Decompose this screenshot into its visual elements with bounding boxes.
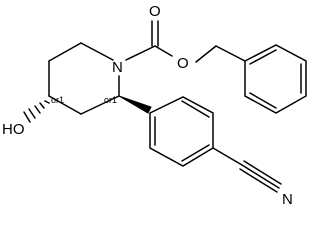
cyanophenyl-double-2 (181, 144, 210, 162)
cyanophenyl-double-1 (181, 100, 210, 118)
molecule-structure: O O N HO N or1 or1 (2, 3, 307, 208)
bond-ester-o-ch2 (195, 45, 217, 63)
carbamate-group (125, 20, 246, 63)
hydroxyl-label: HO (2, 121, 25, 138)
solid-wedge-c2-aryl (118, 95, 152, 114)
ester-oxygen-label: O (177, 55, 189, 72)
triple-bond-c (239, 168, 278, 193)
phenyl-double-1 (249, 49, 277, 65)
nitrile-group (212, 147, 282, 193)
hashed-wedge-c4-oh (23, 100, 50, 123)
bond-n-carbonyl (125, 45, 156, 61)
hash-1 (44, 100, 50, 104)
bond-ring-cn (212, 147, 243, 166)
bond-c6-c5 (48, 42, 82, 62)
hash-5 (23, 111, 31, 123)
cyanophenyl-ring (149, 96, 214, 167)
bond-n-c6 (80, 42, 114, 61)
bond-carbonyl-ester-o (154, 45, 173, 57)
cyanophenyl-ring-outline (149, 96, 214, 167)
bond-c4-c3 (48, 95, 82, 115)
benzyl-phenyl-ring (244, 44, 307, 114)
stereo-label-c2: or1 (104, 95, 117, 105)
triple-bond-b (243, 160, 282, 185)
nitrile-nitrogen-label: N (282, 191, 293, 208)
hash-2 (39, 102, 45, 109)
hash-4 (28, 108, 36, 119)
carbonyl-oxygen-label: O (149, 3, 161, 20)
ring-nitrogen-label: N (112, 59, 123, 76)
hash-3 (34, 105, 41, 114)
bond-c3-c2 (80, 95, 120, 115)
triple-bond-a (241, 164, 280, 189)
phenyl-ring-outline (244, 44, 307, 114)
phenyl-double-3 (249, 92, 277, 109)
stereo-label-c4: or1 (51, 95, 64, 105)
piperidine-ring (48, 42, 120, 115)
bond-ch2-phenyl (215, 45, 246, 62)
